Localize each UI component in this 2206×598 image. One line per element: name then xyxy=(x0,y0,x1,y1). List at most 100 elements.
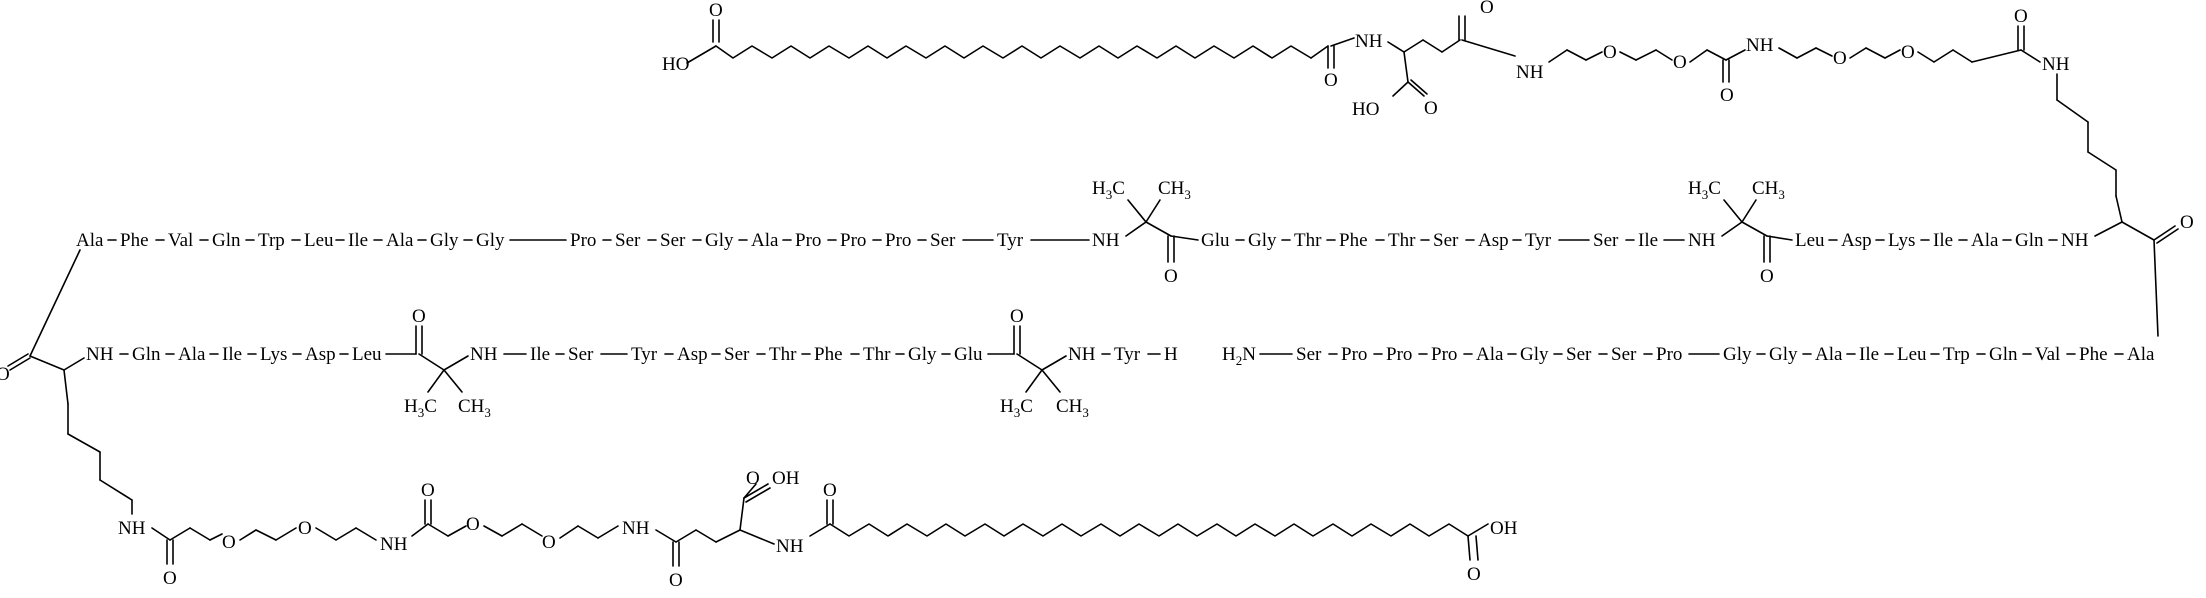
top-res-thr-2: Thr xyxy=(1388,230,1416,251)
bot-glu-cooh-o: O xyxy=(746,468,760,489)
top-aib1-nh: NH xyxy=(1092,230,1120,251)
top-res-tyr-1: Tyr xyxy=(997,230,1024,251)
mid-aib2-h3c: H3C xyxy=(1000,396,1033,420)
mid-aib1-h3c: H3C xyxy=(404,396,437,420)
bot-ether-1: O xyxy=(222,532,236,553)
top-ether-3: O xyxy=(1833,48,1847,69)
top-ether-2: O xyxy=(1673,52,1687,73)
top-aib1-h3c: H3C xyxy=(1092,178,1125,202)
middle-right-chain: H2N Ser Pro Pro Pro Ala Gly Ser Ser Pro … xyxy=(1222,344,2155,368)
top-res-pro-2: Pro xyxy=(795,230,821,251)
mid-res-tyr: Tyr xyxy=(631,344,658,365)
mid-res-phe: Phe xyxy=(814,344,843,365)
midr-res-ala-1: Ala xyxy=(1476,344,1504,365)
bottom-lipid-linker: NH O O O NH O O O NH O xyxy=(118,468,1518,591)
mid-lys-o: O xyxy=(0,364,10,385)
top-res-ser-1: Ser xyxy=(615,230,641,251)
bot-amide-o: O xyxy=(823,480,837,501)
top-glu-cooh-o: O xyxy=(1424,98,1438,119)
bot-acid-oh: OH xyxy=(1490,518,1518,539)
mid-aib2-ch3: CH3 xyxy=(1056,396,1089,420)
top-peptide-chain: Ala Phe Val Gln Trp Leu Ile Ala Gly Gly … xyxy=(29,178,2194,357)
mid-res-tyr-end: Tyr xyxy=(1114,344,1141,365)
mid-res-asp: Asp xyxy=(305,344,336,365)
top-res-ser-3: Ser xyxy=(930,230,956,251)
top-res-ser-4: Ser xyxy=(1433,230,1459,251)
top-res-leu-2: Leu xyxy=(1795,230,1825,251)
top-res-pro-4: Pro xyxy=(885,230,911,251)
top-glu-cooh-ho: HO xyxy=(1352,99,1379,120)
mid-aib1-nh: NH xyxy=(470,344,498,365)
mid-res-ser-2: Ser xyxy=(724,344,750,365)
mid-res-gly: Gly xyxy=(908,344,937,365)
top-lys-co-o: O xyxy=(2180,212,2194,233)
bot-glu-side-o: O xyxy=(669,570,683,591)
top-acid-ho: HO xyxy=(662,54,689,75)
top-res-asp-2: Asp xyxy=(1841,230,1872,251)
top-res-glu-1: Glu xyxy=(1201,230,1230,251)
mid-res-glu: Glu xyxy=(954,344,983,365)
midr-res-gly-1: Gly xyxy=(1520,344,1549,365)
bot-co2-o: O xyxy=(421,480,435,501)
top-linker-nh-1: NH xyxy=(1516,62,1544,83)
mid-aib1-ch3: CH3 xyxy=(458,396,491,420)
midr-res-ala-3: Ala xyxy=(2127,344,2155,365)
bot-glu-oh: OH xyxy=(772,468,800,489)
top-aib2-h3c: H3C xyxy=(1688,178,1721,202)
top-res-trp-1: Trp xyxy=(258,230,285,251)
midr-res-ser-1: Ser xyxy=(1296,344,1322,365)
midr-res-phe: Phe xyxy=(2079,344,2108,365)
midr-res-ala-2: Ala xyxy=(1815,344,1843,365)
top-res-gly-2: Gly xyxy=(476,230,505,251)
mid-res-ile: Ile xyxy=(222,344,242,365)
midr-res-gln: Gln xyxy=(1989,344,2018,365)
midr-res-pro-4: Pro xyxy=(1656,344,1682,365)
midr-res-gly-3: Gly xyxy=(1769,344,1798,365)
top-res-thr-1: Thr xyxy=(1294,230,1322,251)
top-res-asp-1: Asp xyxy=(1478,230,1509,251)
top-aib2-ch3: CH3 xyxy=(1752,178,1785,202)
top-res-ser-2: Ser xyxy=(660,230,686,251)
top-res-pro-1: Pro xyxy=(570,230,596,251)
top-res-ile-2: Ile xyxy=(1638,230,1658,251)
top-aib2-nh: NH xyxy=(1688,230,1716,251)
top-aib2-o: O xyxy=(1760,266,1774,287)
mid-nh: NH xyxy=(86,344,114,365)
top-res-ala-1: Ala xyxy=(76,230,104,251)
bot-ether-4: O xyxy=(542,532,556,553)
top-res-leu-1: Leu xyxy=(304,230,334,251)
top-res-ala-4: Ala xyxy=(1971,230,1999,251)
top-linker-nh-2: NH xyxy=(1746,35,1774,56)
midr-res-ile: Ile xyxy=(1859,344,1879,365)
top-res-phe-2: Phe xyxy=(1339,230,1368,251)
bot-co1-o: O xyxy=(163,568,177,589)
bot-lys-nh: NH xyxy=(118,518,146,539)
mid-res-leu: Leu xyxy=(352,344,382,365)
bottom-fatty-chain xyxy=(829,523,1469,537)
mid-h-end: H xyxy=(1164,344,1178,365)
middle-left-chain: O NH Gln Ala Ile Lys Asp Leu O NH H3C CH… xyxy=(0,306,1178,515)
top-res-gly-4: Gly xyxy=(1248,230,1277,251)
mid-res-lys: Lys xyxy=(260,344,287,365)
midr-res-trp: Trp xyxy=(1943,344,1970,365)
top-ether-1: O xyxy=(1603,42,1617,63)
mid-aib2-nh: NH xyxy=(1068,344,1096,365)
top-amide-o: O xyxy=(1324,70,1338,91)
top-aib1-ch3: CH3 xyxy=(1158,178,1191,202)
mid-res-gln: Gln xyxy=(132,344,161,365)
top-res-gln-2: Gln xyxy=(2015,230,2044,251)
top-aib1-o: O xyxy=(1164,266,1178,287)
top-linker-co2-o: O xyxy=(2014,6,2028,27)
top-linker-co1-o: O xyxy=(1720,85,1734,106)
top-ether-4: O xyxy=(1901,42,1915,63)
bot-acid-o: O xyxy=(1467,564,1481,585)
top-lipid-linker: HO O O NH O O HO O NH O O xyxy=(662,0,2123,223)
mid-res-asp-2: Asp xyxy=(677,344,708,365)
top-acid-o: O xyxy=(709,0,723,21)
top-res-ser-5: Ser xyxy=(1593,230,1619,251)
mid-aib2-o: O xyxy=(1010,306,1024,327)
top-res-phe-1: Phe xyxy=(120,230,149,251)
mid-res-ser: Ser xyxy=(568,344,594,365)
top-res-ile-1: Ile xyxy=(348,230,368,251)
